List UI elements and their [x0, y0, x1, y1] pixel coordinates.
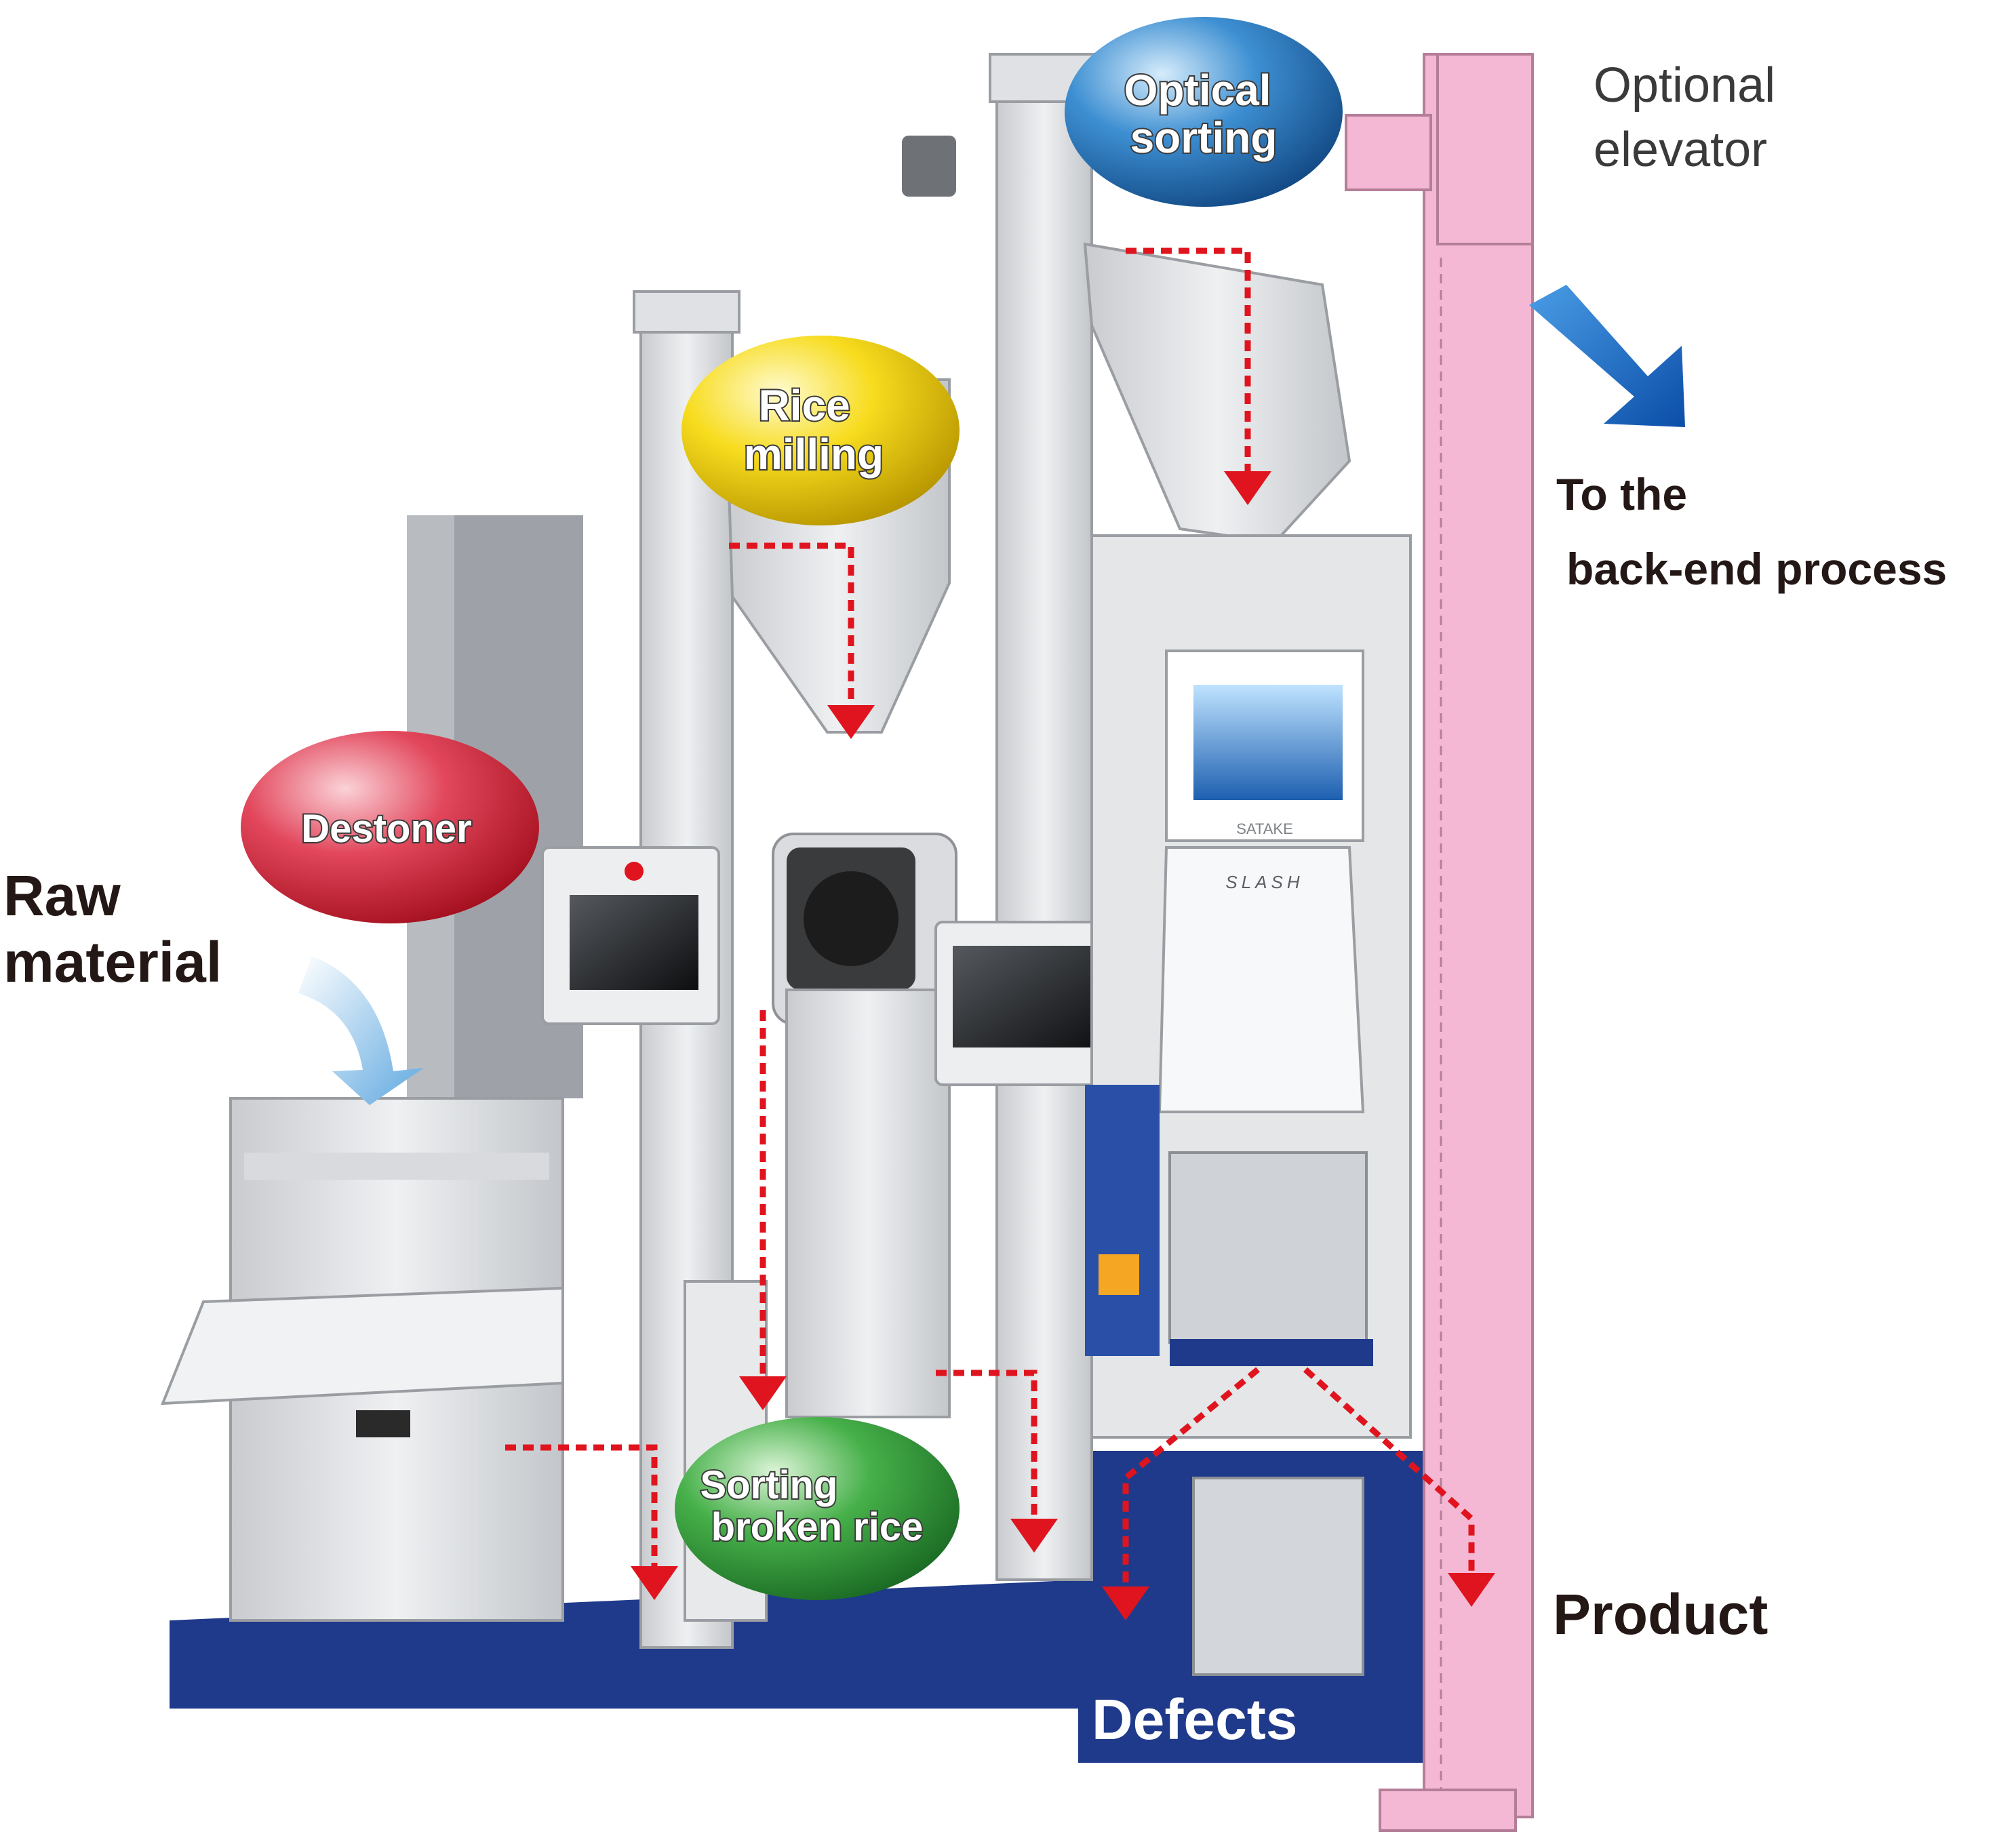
rice-milling-line-1: Rice: [759, 381, 850, 430]
to-back-end-label: To the back-end process: [1556, 469, 1947, 594]
to-back-end-line-1: To the: [1556, 469, 1687, 519]
sorting-broken-rice-line-1: Sorting: [700, 1463, 837, 1507]
rice-milling-bubble: Rice milling: [681, 336, 960, 525]
flow-product: [1303, 1367, 1475, 1573]
arrowhead-milling: [827, 705, 875, 739]
raw-material-arrow: [298, 956, 424, 1105]
rice-milling-line-2: milling: [744, 430, 884, 479]
optional-elevator-label: Optional elevator: [1594, 58, 1775, 177]
control-panel-left: [541, 846, 720, 1025]
flow-arrowheads: [631, 471, 1495, 1620]
control-panel-right: [934, 921, 1127, 1086]
flow-broken-out: [936, 1370, 1037, 1519]
to-back-end-line-2: back-end process: [1566, 544, 1947, 594]
optical-sorting-line-1: Optical: [1124, 66, 1271, 115]
flow-milling-in: [729, 542, 854, 705]
destoner-bubble: Destoner: [241, 731, 539, 923]
destoner-machine: [160, 1097, 564, 1622]
rice-milling-label: Rice milling: [744, 381, 884, 479]
flow-destoner-out: [505, 1444, 658, 1566]
flow-arrows: [505, 247, 1475, 1586]
flow-optical-in: [1126, 247, 1251, 471]
product-label: Product: [1553, 1582, 1768, 1646]
arrowhead-defects: [1102, 1586, 1149, 1620]
optical-hopper: [1083, 242, 1351, 544]
optical-sorter: SATAKE SLASH: [1085, 534, 1412, 1676]
flow-defects: [1122, 1367, 1260, 1586]
arrowhead-product: [1448, 1573, 1495, 1607]
machine-illustration: SATAKE SLASH: [160, 53, 1534, 1832]
raw-material-label: Raw material: [3, 864, 222, 994]
optical-sorting-line-2: sorting: [1130, 113, 1278, 162]
optional-elevator: [1345, 53, 1534, 1832]
sorting-broken-rice-bubble: Sorting broken rice: [675, 1417, 960, 1600]
arrowhead-optical: [1224, 471, 1271, 505]
to-back-end-arrow: [1529, 285, 1685, 427]
arrowhead-milling-out: [739, 1376, 787, 1410]
arrowhead-broken: [1010, 1519, 1058, 1553]
sorting-broken-rice-label: Sorting broken rice: [700, 1463, 923, 1549]
optical-elevator-column: [995, 60, 1093, 1581]
destoner-label: Destoner: [301, 807, 471, 851]
defects-label: Defects: [1092, 1688, 1297, 1751]
arrowhead-destoner: [631, 1566, 678, 1600]
sorter-model: SLASH: [1225, 872, 1303, 892]
sorting-broken-rice-line-2: broken rice: [711, 1505, 924, 1549]
raw-material-line-2: material: [3, 930, 222, 994]
optional-elevator-line-1: Optional: [1594, 58, 1775, 113]
optical-sorting-bubble: Optical sorting: [1065, 17, 1343, 207]
sorter-brand: SATAKE: [1236, 820, 1293, 837]
raw-material-line-1: Raw: [3, 864, 121, 927]
optical-sorting-label: Optical sorting: [1124, 66, 1284, 162]
optional-elevator-line-2: elevator: [1594, 123, 1767, 177]
